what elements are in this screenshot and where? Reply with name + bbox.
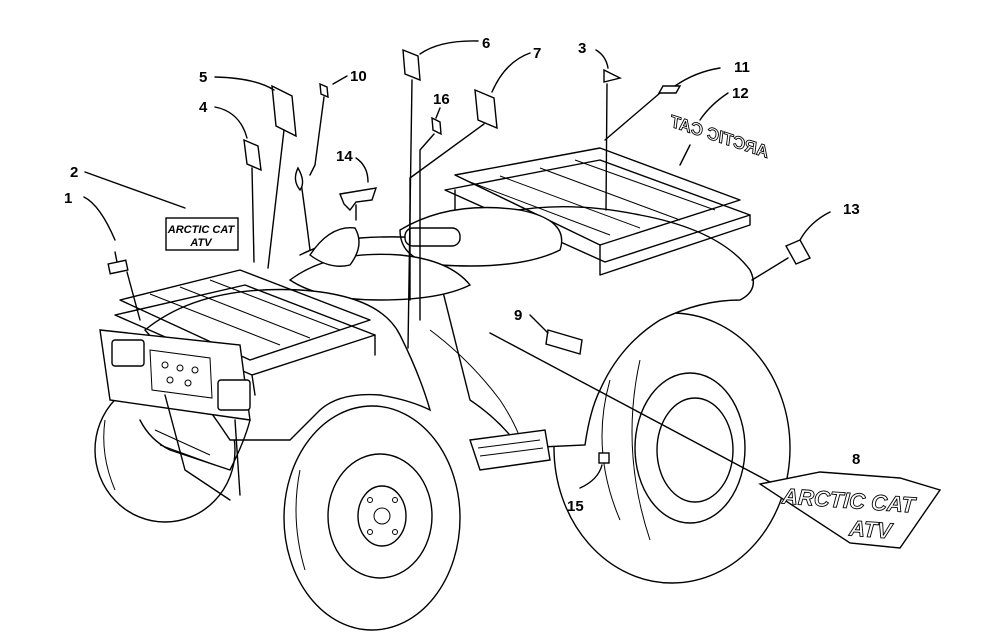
atv-body-drawing bbox=[94, 147, 791, 631]
leader-12 bbox=[679, 92, 729, 166]
rear-right-wheel bbox=[553, 312, 791, 584]
callout-15: 15 bbox=[567, 498, 584, 515]
leader-13 bbox=[751, 211, 831, 281]
leader-1 bbox=[83, 196, 118, 263]
decal-6 bbox=[402, 48, 421, 82]
callout-4: 4 bbox=[199, 99, 208, 116]
callout-12: 12 bbox=[732, 85, 749, 102]
decal-8-side-brand: ARCTIC CAT ATV bbox=[758, 471, 942, 549]
decal-15 bbox=[598, 452, 610, 464]
callout-5: 5 bbox=[199, 69, 207, 86]
decal-3 bbox=[603, 68, 623, 83]
leader-15 bbox=[579, 464, 603, 489]
leader-16 bbox=[419, 107, 441, 321]
callout-11: 11 bbox=[734, 59, 750, 76]
callout-13: 13 bbox=[843, 201, 860, 218]
leader-11 bbox=[604, 67, 721, 141]
front-left-wheel bbox=[283, 405, 461, 631]
callout-7: 7 bbox=[533, 45, 541, 62]
leader-5 bbox=[214, 76, 285, 269]
leader-4 bbox=[214, 106, 255, 263]
decal-11 bbox=[657, 85, 682, 94]
decal-5 bbox=[271, 84, 297, 138]
decal-12-rear-brand: ARCTIC CAT bbox=[666, 111, 772, 162]
leader-14 bbox=[355, 157, 369, 221]
leader-lines bbox=[83, 40, 831, 489]
decal-10 bbox=[319, 82, 329, 99]
decal-2-line1: ARCTIC CAT bbox=[167, 224, 236, 236]
decal-1 bbox=[107, 259, 129, 275]
front-rack-bumper bbox=[99, 269, 376, 501]
callout-8: 8 bbox=[852, 451, 860, 468]
callout-9: 9 bbox=[514, 307, 522, 324]
leader-7 bbox=[409, 52, 531, 301]
decal-13 bbox=[785, 239, 811, 265]
callout-10: 10 bbox=[350, 68, 367, 85]
callout-2: 2 bbox=[70, 164, 78, 181]
leader-10 bbox=[309, 75, 348, 176]
decal-14 bbox=[339, 187, 378, 212]
decal-9 bbox=[545, 329, 583, 355]
decal-16 bbox=[431, 116, 442, 136]
leader-1b bbox=[126, 271, 141, 321]
decal-8-line2: ATV bbox=[848, 516, 895, 544]
leader-3 bbox=[595, 49, 609, 211]
callout-labels: 1 2 3 4 5 6 7 8 9 10 11 12 13 14 15 16 bbox=[64, 35, 860, 515]
leader-9 bbox=[529, 314, 549, 334]
callout-16: 16 bbox=[433, 91, 450, 108]
callout-6: 6 bbox=[482, 35, 490, 52]
decal-7 bbox=[474, 88, 498, 130]
callout-14: 14 bbox=[336, 148, 353, 165]
decal-2-front-brand: ARCTIC CAT ATV bbox=[165, 217, 239, 251]
decal-4 bbox=[243, 138, 262, 172]
callout-1: 1 bbox=[64, 190, 72, 207]
decal-2-line2: ATV bbox=[189, 237, 213, 249]
leader-8 bbox=[489, 332, 771, 483]
leader-2 bbox=[84, 171, 186, 209]
callout-3: 3 bbox=[578, 40, 586, 57]
